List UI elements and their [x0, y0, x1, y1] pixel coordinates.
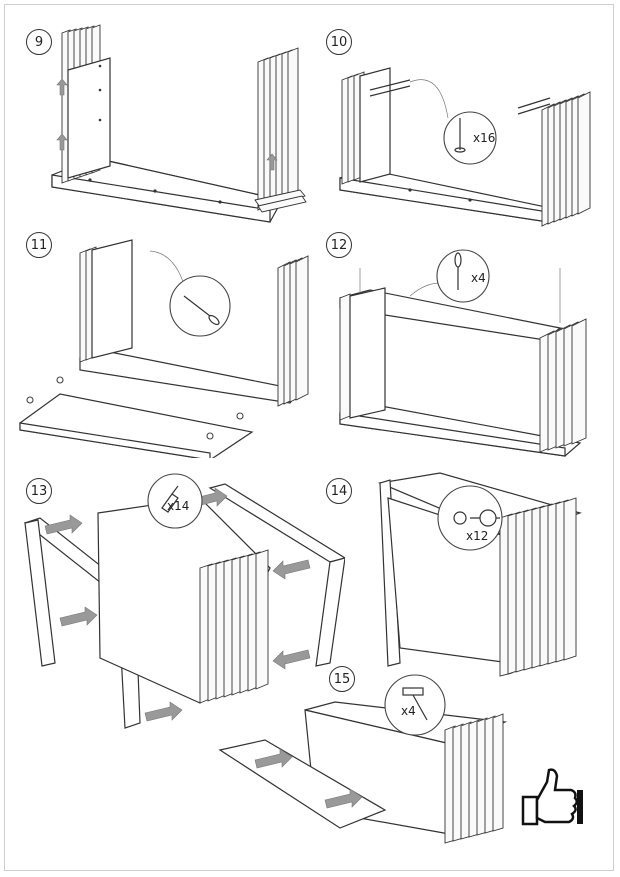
- step-11-number: 11: [26, 232, 52, 258]
- step-14-number: 14: [326, 478, 352, 504]
- step-13-quantity: x14: [167, 499, 190, 513]
- screwdriver-icon: [183, 295, 220, 326]
- hammer-icon: [402, 687, 428, 721]
- step-12-quantity: x4: [471, 271, 486, 285]
- step-15-panel: 15 x4: [215, 660, 515, 850]
- step-15-number: 15: [329, 666, 355, 692]
- step-12-illustration: [339, 249, 587, 457]
- step-10-illustration: [339, 67, 591, 227]
- step-9-illustration: [51, 24, 307, 223]
- cam-lock-icon: [453, 509, 500, 527]
- page-border: [4, 4, 614, 871]
- step-10-number: 10: [326, 29, 352, 55]
- step-14-panel: 14 x12: [310, 458, 620, 683]
- step-15-illustration: [218, 674, 508, 844]
- screwdriver-icon: [454, 252, 462, 290]
- step-10-panel: 10 x16: [310, 0, 620, 230]
- step-13-number: 13: [26, 478, 52, 504]
- step-14-quantity: x12: [466, 529, 489, 543]
- step-9-panel: 9: [0, 0, 310, 230]
- step-12-panel: 12 x4: [310, 228, 620, 458]
- step-13-illustration: [23, 473, 345, 729]
- step-12-number: 12: [326, 232, 352, 258]
- thumbs-up-icon: [515, 762, 585, 832]
- step-11-panel: 11 x4: [0, 228, 310, 555]
- step-14-illustration: [377, 472, 582, 677]
- glue-bottle-icon: [161, 485, 179, 513]
- screw-icon: [454, 118, 466, 153]
- step-9-number: 9: [26, 29, 52, 55]
- step-13-panel: 13 x14: [0, 458, 345, 733]
- step-11-illustration: [19, 239, 309, 458]
- step-10-quantity: x16: [473, 131, 496, 145]
- step-15-quantity: x4: [401, 704, 416, 718]
